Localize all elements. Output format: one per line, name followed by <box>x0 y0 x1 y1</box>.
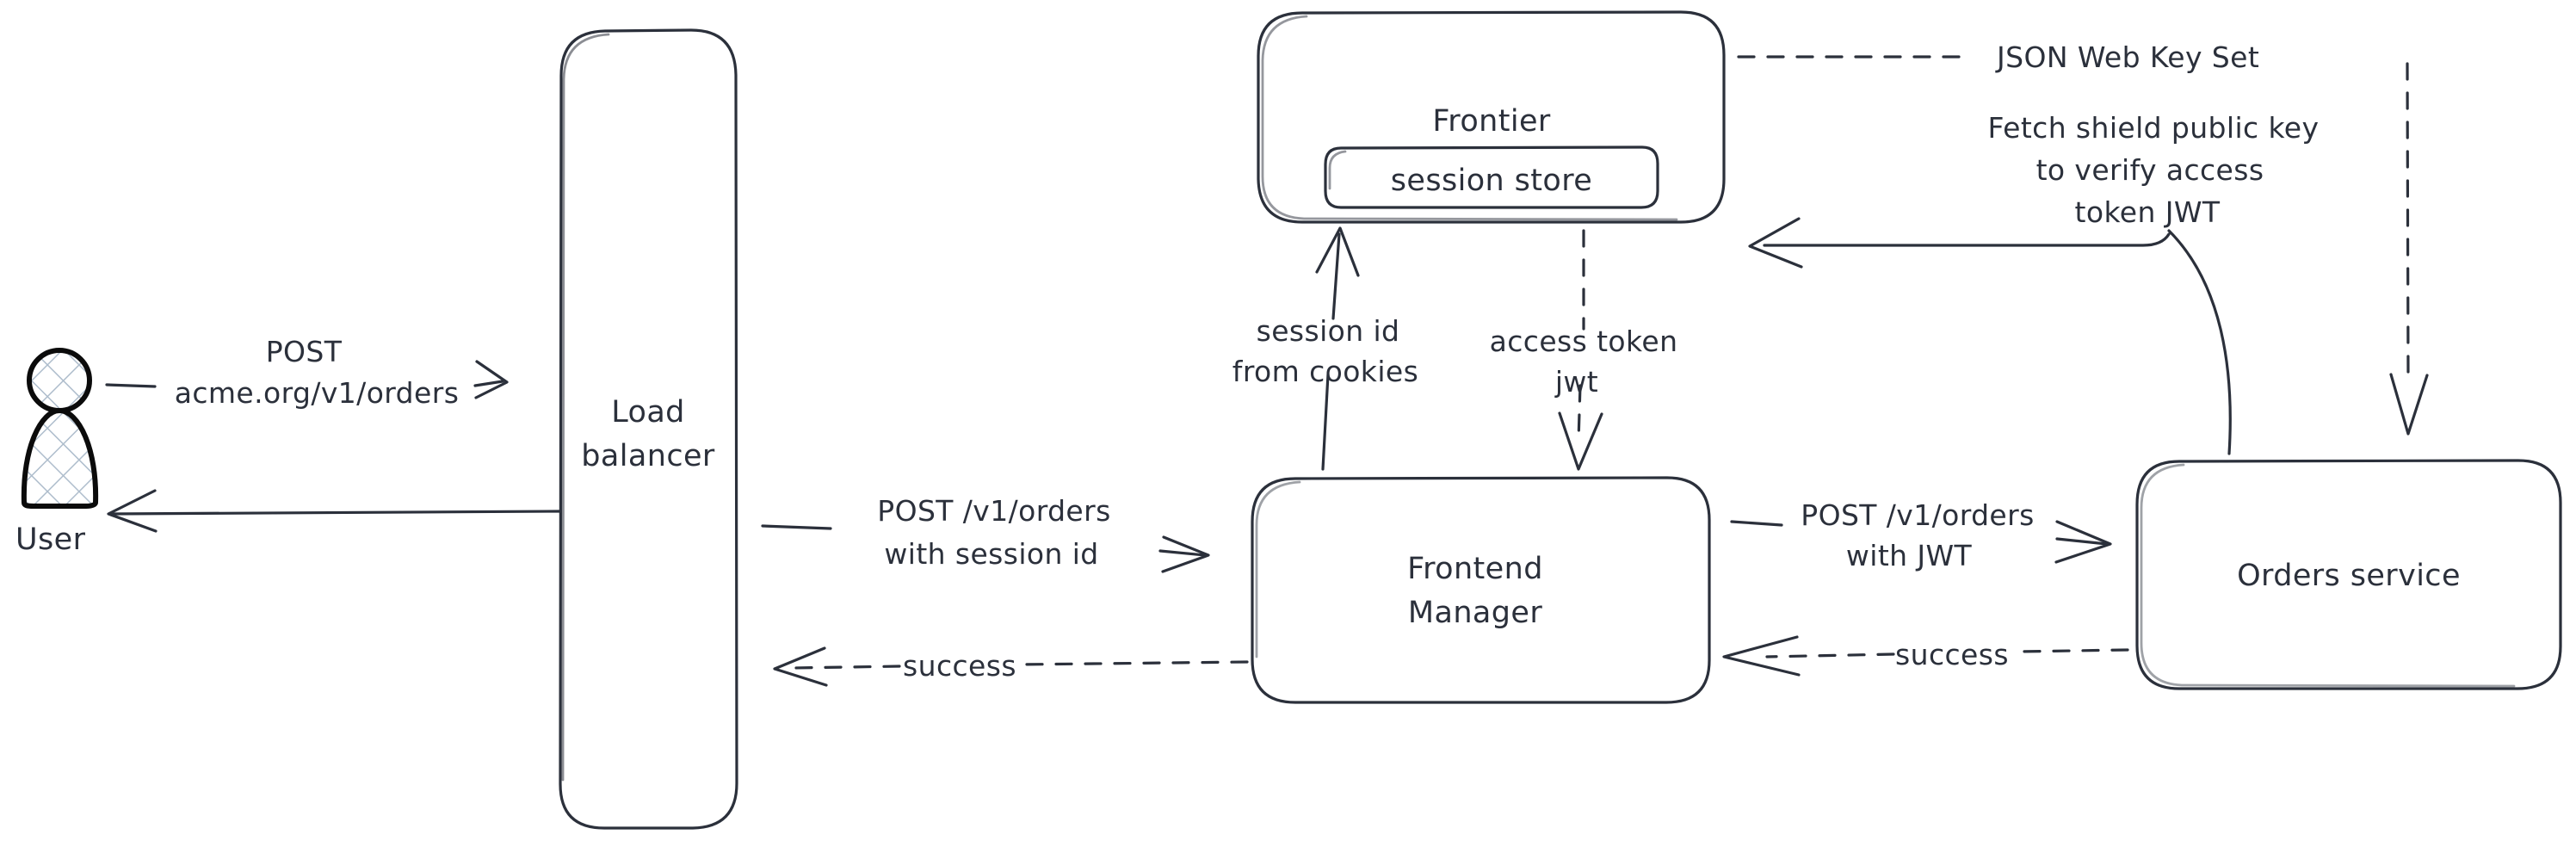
node-label-orders-service: Orders service <box>2237 559 2461 593</box>
edge-frontend-manager-to-frontier <box>1315 226 1360 471</box>
node-load-balancer[interactable] <box>559 28 738 830</box>
edge-orders-service-to-frontier <box>1748 217 2232 455</box>
edge-orders-service-to-frontend-manager <box>1722 635 2129 677</box>
node-session-store[interactable] <box>1324 145 1659 209</box>
edge-label-orders-to-frontier-line1: Fetch shield public key <box>1988 111 2320 145</box>
edge-frontier-to-orders-service <box>1737 55 2429 436</box>
edge-frontend-manager-to-load-balancer <box>773 646 1249 687</box>
node-label-user: User <box>15 522 86 557</box>
edge-label-fm-to-frontier-line1: session id <box>1257 314 1400 348</box>
edge-label-fm-to-lb-success: success <box>903 649 1016 683</box>
node-label-session-store: session store <box>1391 164 1592 198</box>
edge-label-lb-to-fm-line2: with session id <box>884 537 1098 571</box>
edge-load-balancer-to-user <box>107 489 561 533</box>
edge-label-fm-to-orders-line2: with JWT <box>1846 539 1973 572</box>
edge-label-fm-to-frontier-line2: from cookies <box>1232 355 1418 388</box>
node-label-frontier: Frontier <box>1432 104 1551 139</box>
edge-label-orders-to-frontier-line3: token JWT <box>2075 195 2221 229</box>
edge-label-orders-to-frontier-line2: to verify access <box>2036 153 2264 187</box>
node-orders-service[interactable] <box>2135 459 2562 690</box>
node-label-load-balancer-line1: Load <box>611 395 685 430</box>
edge-label-frontier-to-fm-line2: jwt <box>1554 365 1598 399</box>
edge-label-fm-to-orders-line1: POST /v1/orders <box>1801 498 2034 532</box>
edge-label-user-to-lb-line2: acme.org/v1/orders <box>175 376 460 410</box>
edge-user-to-load-balancer <box>105 360 509 399</box>
edge-label-user-to-lb-line1: POST <box>266 335 343 368</box>
node-label-frontend-manager-line1: Frontend <box>1407 552 1543 586</box>
edge-load-balancer-to-frontend-manager <box>761 524 1210 573</box>
edge-frontend-manager-to-orders-service <box>1730 520 2112 564</box>
edge-label-frontier-to-fm-line1: access token <box>1490 325 1678 358</box>
edge-frontier-to-frontend-manager <box>1558 229 1603 471</box>
edge-label-frontier-to-orders-jwks: JSON Web Key Set <box>1995 40 2259 74</box>
node-frontend-manager[interactable] <box>1251 476 1711 704</box>
edge-label-orders-to-fm-success: success <box>1895 638 2009 671</box>
node-label-load-balancer-line2: balancer <box>581 439 715 473</box>
user-person-icon <box>21 348 99 509</box>
node-label-frontend-manager-line2: Manager <box>1408 596 1542 630</box>
edge-label-lb-to-fm-line1: POST /v1/orders <box>877 494 1110 528</box>
